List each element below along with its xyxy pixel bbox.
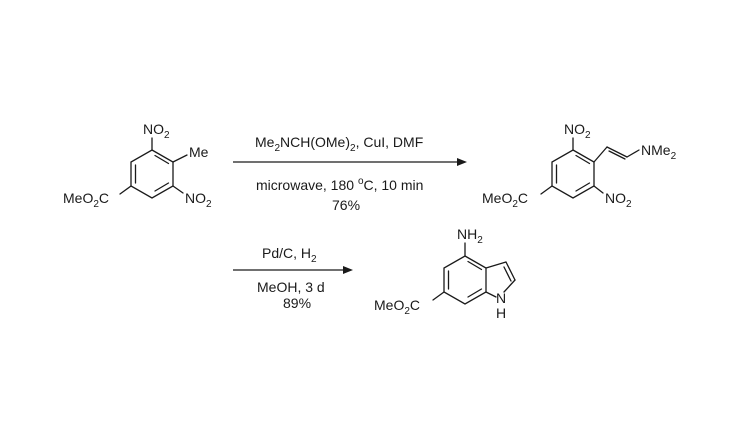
- pyrrole-ring: [485, 261, 516, 298]
- starting-material: NO2 Me NO2 MeO2C: [63, 121, 212, 210]
- bond-ester-3: [432, 291, 445, 301]
- ester-group-2: MeO2C: [482, 190, 528, 210]
- ester-group-3: MeO2C: [374, 297, 420, 317]
- bond-ester: [119, 185, 132, 195]
- vinyl-double-bond-inner: [608, 150, 626, 160]
- arrowhead-2: [343, 266, 353, 274]
- vinyl-bond-2: [626, 149, 640, 158]
- bond-nitro-bottom-2: [593, 185, 604, 194]
- bond-ester-2: [540, 185, 553, 195]
- step1-reagents: Me2NCH(OMe)2, CuI, DMF: [255, 134, 423, 154]
- nitro-group-top-2: NO2: [564, 121, 591, 141]
- bond-nitro-bottom: [172, 185, 184, 194]
- methyl-label: Me: [189, 144, 209, 160]
- benzene-ring-2: [551, 149, 595, 199]
- arrowhead-1: [457, 158, 467, 166]
- benzene-ring-1: [130, 149, 174, 199]
- step2-conditions: MeOH, 3 d: [257, 279, 325, 295]
- reaction-step-1: Me2NCH(OMe)2, CuI, DMF microwave, 180 oC…: [233, 134, 467, 213]
- vinyl-double-bond: [606, 146, 628, 158]
- step2-yield: 89%: [283, 295, 311, 311]
- vinyl-bond-1: [593, 146, 608, 163]
- nitro-group-bottom: NO2: [185, 190, 212, 210]
- nitro-group-top: NO2: [143, 121, 170, 141]
- nitro-group-bottom-2: NO2: [605, 190, 632, 210]
- indole-product: NH2 N H MeO2C: [374, 226, 516, 321]
- dimethylamino-label: NMe2: [641, 142, 677, 162]
- amino-group: NH2: [457, 226, 483, 246]
- step1-conditions: microwave, 180 oC, 10 min: [256, 176, 423, 193]
- indole-nitrogen: N: [496, 290, 506, 306]
- bond-methyl: [172, 154, 188, 163]
- ester-group: MeO2C: [63, 190, 109, 210]
- indole-nh-hydrogen: H: [496, 305, 506, 321]
- step2-reagents: Pd/C, H2: [262, 245, 317, 265]
- step1-yield: 76%: [332, 197, 360, 213]
- reaction-step-2: Pd/C, H2 MeOH, 3 d 89%: [233, 245, 353, 311]
- enamine-intermediate: NO2 NMe2 NO2 MeO2C: [482, 121, 677, 210]
- indole-benzene-ring: [443, 255, 487, 305]
